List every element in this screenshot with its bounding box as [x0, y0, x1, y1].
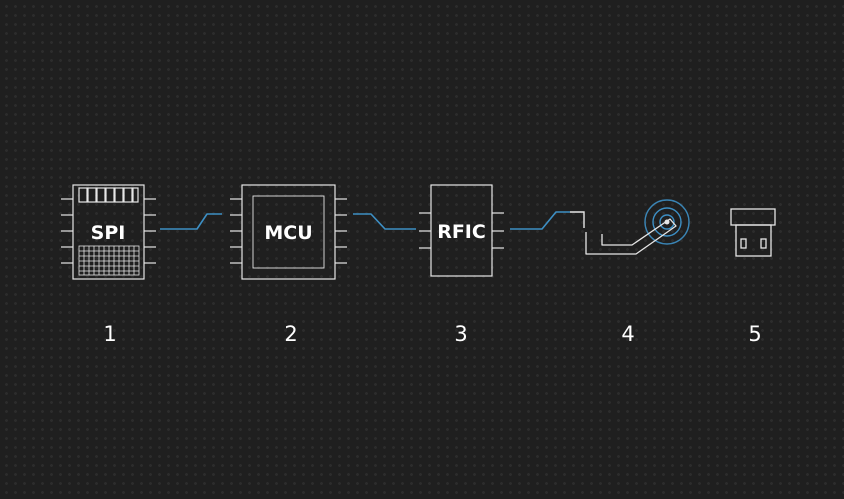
spi-top-cell — [96, 187, 106, 203]
spi-top-cell — [78, 187, 88, 203]
mcu-label: MCU — [264, 222, 312, 244]
mcu-chip — [230, 184, 347, 280]
spi-chip — [61, 184, 156, 280]
usb-receiver-plug — [735, 224, 772, 257]
trace-mcu-rfic — [353, 213, 416, 230]
usb-receiver-cap — [730, 208, 776, 226]
trace-spi-mcu — [160, 213, 222, 230]
spi-top-cell — [87, 187, 97, 203]
trace-antenna-feed — [570, 211, 585, 228]
step-number-2: 2 — [284, 322, 298, 346]
antenna-icon — [585, 199, 690, 255]
spi-top-cell — [105, 187, 115, 203]
rfic-pins — [419, 212, 504, 249]
rfic-label: RFIC — [437, 221, 486, 243]
trace-rfic-antenna — [510, 211, 570, 230]
step-number-4: 4 — [621, 322, 635, 346]
spi-top-cell — [132, 187, 139, 203]
spi-top-cell — [114, 187, 124, 203]
mcu-die — [252, 195, 325, 269]
step-number-3: 3 — [454, 322, 468, 346]
mcu-pins — [230, 198, 347, 264]
signal-traces — [160, 211, 570, 230]
step-number-1: 1 — [103, 322, 117, 346]
spi-memory-grid — [78, 245, 140, 276]
radio-waves-icon — [644, 199, 690, 245]
usb-plug-slot — [740, 238, 747, 249]
rfic-chip — [419, 184, 504, 277]
spi-pins — [61, 198, 156, 264]
mcu-chip-body — [241, 184, 336, 280]
spi-chip-body — [72, 184, 145, 280]
spi-top-cell — [123, 187, 133, 203]
step-number-5: 5 — [748, 322, 762, 346]
antenna-arm — [585, 218, 677, 255]
usb-plug-slot — [760, 238, 767, 249]
spi-label: SPI — [91, 222, 126, 244]
usb-receiver-icon — [730, 208, 776, 257]
